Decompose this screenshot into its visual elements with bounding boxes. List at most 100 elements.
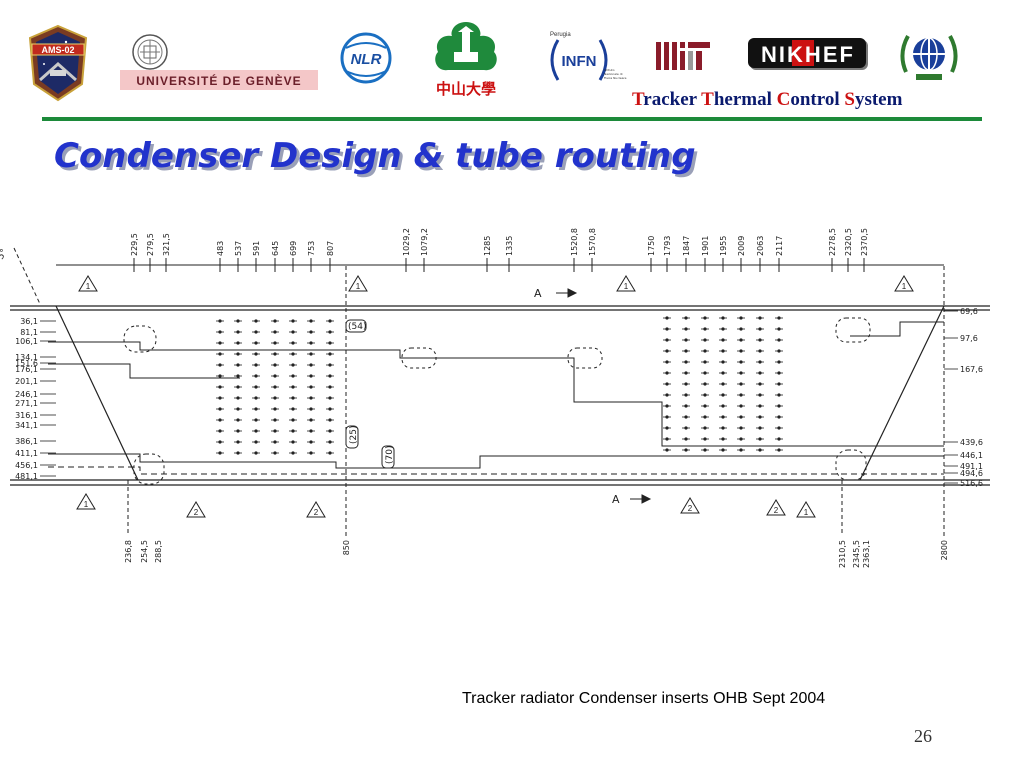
- insert-hole: [254, 407, 258, 411]
- insert-hole: [328, 440, 332, 444]
- bottom-dimension-label: 254,5: [140, 540, 149, 563]
- callout-triangle: [306, 501, 326, 518]
- top-dimension-label: 1335: [505, 236, 514, 256]
- insert-hole: [309, 429, 313, 433]
- insert-hole: [758, 371, 762, 375]
- insert-hole: [721, 338, 725, 342]
- insert-hole: [218, 341, 222, 345]
- bottom-dimension-label: 2345,5: [852, 540, 861, 568]
- insert-hole: [777, 404, 781, 408]
- note-70-label: (70): [385, 446, 395, 464]
- insert-hole: [665, 404, 669, 408]
- callout-triangle: [616, 275, 636, 292]
- bottom-dimension-label: 236,8: [124, 540, 133, 563]
- insert-hole: [684, 360, 688, 364]
- insert-hole: [703, 371, 707, 375]
- left-dimension-label: 456,1: [15, 461, 38, 470]
- insert-hole: [291, 396, 295, 400]
- insert-hole: [684, 415, 688, 419]
- insert-hole: [291, 374, 295, 378]
- insert-hole: [739, 426, 743, 430]
- system-title-word: System: [844, 89, 903, 110]
- insert-hole: [739, 316, 743, 320]
- insert-hole: [291, 407, 295, 411]
- angle-note-label: 5°: [0, 248, 10, 262]
- insert-hole: [684, 437, 688, 441]
- note-54-label: (54): [348, 322, 366, 332]
- insert-hole: [254, 385, 258, 389]
- insert-hole: [721, 404, 725, 408]
- top-dimension-label: 483: [216, 241, 225, 256]
- top-dimension-label: 279,5: [146, 233, 155, 256]
- insert-hole: [218, 407, 222, 411]
- insert-hole: [328, 385, 332, 389]
- insert-hole: [703, 327, 707, 331]
- callout-triangle: [76, 493, 96, 510]
- callout-number: 1: [902, 282, 907, 291]
- insert-hole: [273, 396, 277, 400]
- insert-hole: [254, 341, 258, 345]
- top-dimension-label: 1750: [647, 236, 656, 256]
- note-bracket: [381, 445, 395, 469]
- insert-hole: [758, 360, 762, 364]
- top-dimension-label: 1955: [719, 236, 728, 256]
- callout-number: 1: [356, 282, 361, 291]
- insert-hole: [254, 451, 258, 455]
- insert-box: [401, 347, 437, 369]
- infn-logo-icon: Perugia INFN Istituto Nazionale di Fisic…: [550, 32, 627, 81]
- callout-number: 1: [86, 282, 91, 291]
- right-dimension-label: 69,6: [960, 307, 978, 316]
- right-dimension-label: 491,1: [960, 462, 983, 471]
- insert-hole: [758, 426, 762, 430]
- insert-hole: [703, 415, 707, 419]
- callout-number: 1: [804, 508, 809, 517]
- insert-hole: [758, 404, 762, 408]
- top-dimension-label: 2009: [737, 236, 746, 256]
- insert-hole: [665, 371, 669, 375]
- insert-hole: [758, 338, 762, 342]
- insert-hole: [328, 363, 332, 367]
- hole-grid: [216, 316, 783, 455]
- insert-hole: [309, 385, 313, 389]
- insert-hole: [665, 437, 669, 441]
- top-dimension-label: 2278,5: [828, 228, 837, 256]
- insert-hole: [739, 415, 743, 419]
- top-dimension-label: 537: [234, 241, 243, 256]
- right-dimension-label: 446,1: [960, 451, 983, 460]
- insert-hole: [703, 426, 707, 430]
- page-number: 26: [914, 726, 932, 746]
- insert-hole: [703, 382, 707, 386]
- top-dimension-label: 321,5: [162, 233, 171, 256]
- top-dimension-label: 229,5: [130, 233, 139, 256]
- callout-number: 2: [314, 508, 319, 517]
- left-dimension-label: 316,1: [15, 411, 38, 420]
- bottom-dimension-label: 2310,5: [838, 540, 847, 568]
- top-dimension-label: 2063: [756, 236, 765, 256]
- insert-hole: [758, 327, 762, 331]
- insert-hole: [739, 327, 743, 331]
- insert-hole: [777, 382, 781, 386]
- insert-hole: [254, 396, 258, 400]
- top-dimension-label: 2117: [775, 236, 784, 256]
- insert-hole: [721, 437, 725, 441]
- top-dimension-label: 1079,2: [420, 228, 429, 256]
- insert-box: [133, 453, 165, 485]
- insert-hole: [328, 451, 332, 455]
- wreath-globe-logo-icon: [900, 35, 958, 80]
- insert-hole: [739, 448, 743, 452]
- callout-number: 2: [774, 506, 779, 515]
- insert-hole: [777, 437, 781, 441]
- system-title-word: Control: [776, 89, 845, 110]
- insert-hole: [721, 316, 725, 320]
- right-dimension-label: 167,6: [960, 365, 983, 374]
- insert-hole: [328, 418, 332, 422]
- note-bracket: [345, 425, 359, 449]
- insert-hole: [665, 393, 669, 397]
- insert-hole: [721, 426, 725, 430]
- right-diagonal-edge: [859, 305, 945, 481]
- insert-hole: [236, 451, 240, 455]
- insert-hole: [758, 382, 762, 386]
- insert-hole: [291, 429, 295, 433]
- insert-hole: [739, 382, 743, 386]
